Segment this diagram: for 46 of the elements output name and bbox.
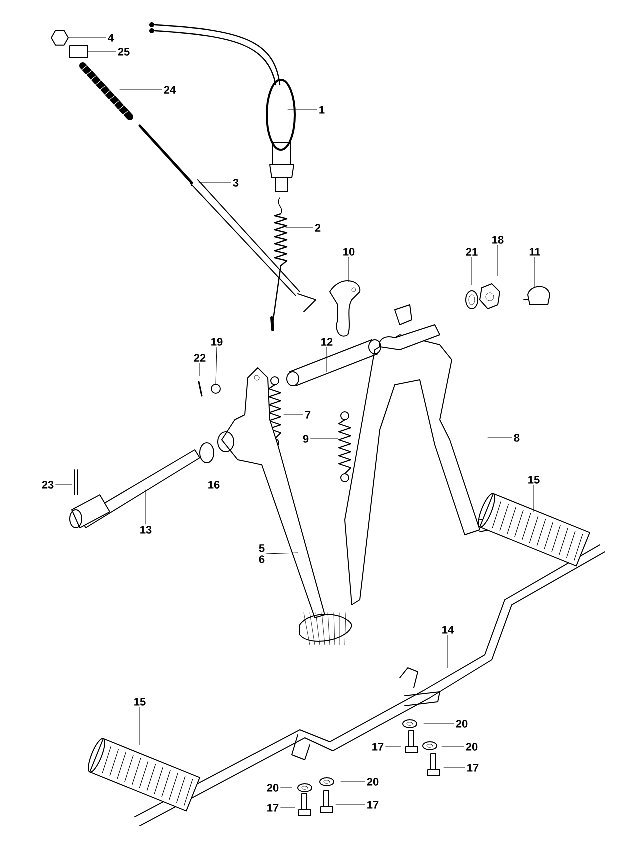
leader-line [386,746,402,748]
callout-number: 15 [134,698,146,706]
callout-number: 8 [514,434,520,442]
callout-number: 9 [303,435,309,443]
callout-number: 14 [442,626,454,634]
callout-number: 15 [528,476,540,484]
leader-line [216,347,218,384]
leader-line [326,347,328,372]
leader-line [336,804,366,806]
callout-number: 7 [305,411,311,419]
leader-line [266,552,298,554]
leader-line [310,438,338,440]
callout-number: 20 [267,784,279,792]
leader-line [56,484,72,486]
callout-number: 13 [140,526,152,534]
callout-number: 4 [108,34,114,42]
callout-number: 18 [492,236,504,244]
callout-number: 5 6 [259,544,265,564]
callout-number: 2 [315,224,321,232]
callout-number: 17 [268,804,279,812]
callout-number: 12 [322,338,333,346]
callout-number: 16 [208,481,220,489]
callout-number: 22 [194,354,206,362]
callout-number: 17 [368,801,379,809]
callout-number: 20 [466,743,478,751]
callout-number: 1 [320,106,325,114]
nut [51,30,69,46]
leader-line [442,746,464,748]
callout-number: 20 [367,778,379,786]
washer [211,384,221,394]
leader-line [534,257,536,288]
leader-line [348,257,350,282]
leader-line [284,414,304,416]
callout-number: 20 [456,720,468,728]
callout-number: 24 [164,86,176,94]
leader-line [198,182,232,184]
callout-number: 23 [42,481,54,489]
callout-number: 17 [468,764,479,772]
callout-number: 17 [372,743,384,751]
callout-number: 25 [118,48,130,56]
callout-number: 19 [212,338,223,346]
callout-number: 11 [530,248,540,256]
callout-number: 3 [233,179,239,187]
callout-number: 21 [466,248,478,256]
clamp-block [70,46,88,58]
callout-number: 10 [344,248,355,256]
